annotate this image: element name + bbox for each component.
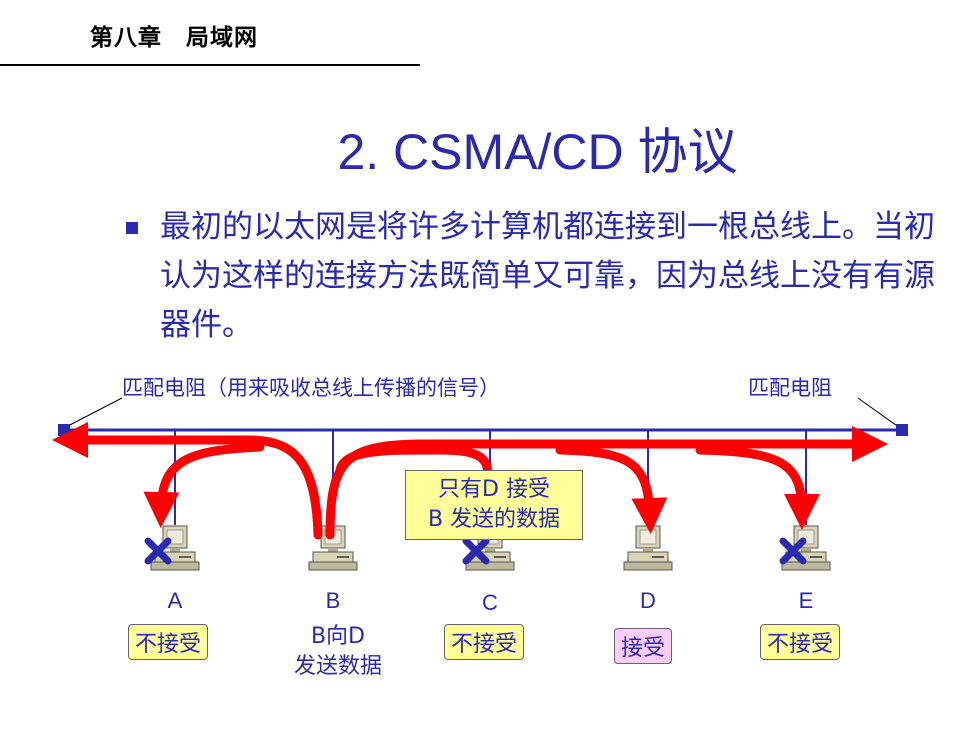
node-b-caption-line-1: B向D	[310, 624, 366, 649]
signal-arrow-to-a	[143, 442, 265, 528]
reject-x-c-icon	[462, 537, 490, 565]
terminator-leader-left	[63, 397, 123, 429]
signal-arrow-to-d	[555, 445, 668, 534]
computer-d-icon	[623, 525, 673, 571]
slide-title: 2. CSMA/CD 协议	[337, 124, 738, 180]
callout-box: 只有D 接受 B 发送的数据	[405, 470, 583, 540]
terminator-left	[58, 424, 70, 436]
reject-x-e-icon	[779, 537, 807, 565]
terminator-right	[896, 424, 908, 436]
status-badge-a: 不接受	[128, 624, 209, 660]
terminator-leader-right	[857, 397, 901, 429]
node-label-a: A	[167, 588, 183, 613]
status-badge-e: 不接受	[760, 624, 841, 660]
signal-arrow-left	[52, 422, 323, 540]
callout-line-1: 只有D 接受	[438, 477, 550, 502]
signal-arrow-to-c	[335, 445, 493, 481]
callout-line-2: B 发送的数据	[427, 507, 561, 532]
status-badge-d: 接受	[614, 628, 673, 664]
bullet-square-icon	[126, 222, 138, 234]
signal-arrow-to-e	[695, 445, 820, 530]
node-b-caption: B向D 发送数据	[278, 622, 398, 682]
node-label-d: D	[640, 588, 656, 613]
node-b-caption-line-2: 发送数据	[293, 654, 382, 679]
terminator-label-left: 匹配电阻（用来吸收总线上传播的信号）	[122, 376, 500, 400]
status-badge-c: 不接受	[444, 624, 525, 660]
node-label-e: E	[798, 588, 814, 613]
bullet-text: 最初的以太网是将许多计算机都连接到一根总线上。当初认为这样的连接方法既简单又可靠…	[160, 209, 935, 343]
node-label-b: B	[325, 588, 341, 613]
header-divider	[0, 64, 420, 66]
terminator-label-right: 匹配电阻	[748, 376, 832, 400]
reject-x-a-icon	[144, 537, 172, 565]
node-label-c: C	[482, 590, 498, 615]
chapter-heading: 第八章 局域网	[90, 25, 258, 51]
